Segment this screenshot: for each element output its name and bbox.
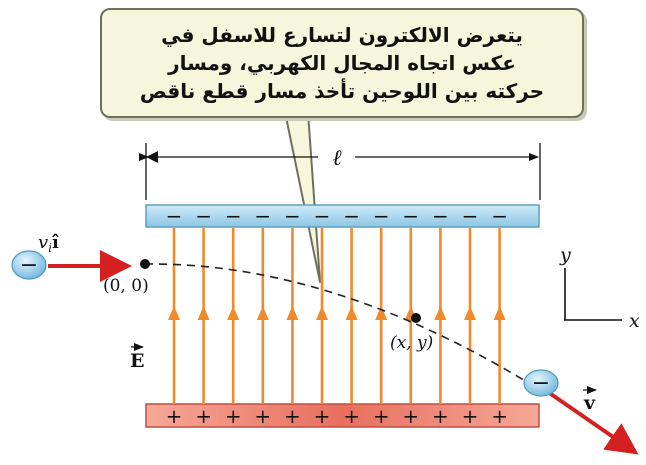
position-point bbox=[411, 313, 421, 323]
electron-charge-sign: − bbox=[20, 253, 38, 278]
positive-sign: + bbox=[284, 404, 301, 428]
outgoing-electron: − bbox=[523, 369, 559, 397]
coordinate-axes: y x bbox=[559, 244, 640, 332]
callout-line-2: عكس اتجاه المجال الكهربي، ومسار bbox=[168, 51, 516, 75]
length-label: ℓ bbox=[332, 146, 342, 171]
field-line bbox=[168, 228, 180, 404]
negative-sign: − bbox=[254, 204, 271, 228]
svg-text:E: E bbox=[130, 350, 144, 372]
field-line bbox=[197, 228, 210, 404]
field-line bbox=[464, 228, 476, 404]
origin-label: (0, 0) bbox=[103, 276, 149, 296]
positive-sign: + bbox=[432, 404, 449, 428]
final-velocity-arrow bbox=[546, 390, 639, 455]
field-line bbox=[434, 228, 447, 404]
svg-text:−: − bbox=[532, 371, 550, 396]
field-line bbox=[256, 228, 269, 404]
field-line bbox=[345, 228, 358, 404]
field-line bbox=[227, 228, 240, 404]
negative-sign: − bbox=[343, 204, 360, 228]
final-velocity-label: v bbox=[583, 386, 597, 414]
positive-sign: + bbox=[491, 404, 508, 428]
negative-sign: − bbox=[284, 204, 301, 228]
positive-sign: + bbox=[166, 404, 183, 428]
negative-sign: − bbox=[225, 204, 242, 228]
svg-text:v: v bbox=[583, 392, 596, 414]
plate-length-dimension: ℓ bbox=[139, 143, 541, 200]
axis-x-label: x bbox=[629, 310, 640, 332]
origin-point bbox=[140, 259, 150, 269]
axis-y-label: y bbox=[559, 244, 571, 266]
positive-sign: + bbox=[225, 404, 242, 428]
callout-line-1: يتعرض الالكترون لتسارع للاسفل في bbox=[161, 23, 523, 47]
explanation-callout: يتعرض الالكترون لتسارع للاسفل في عكس اتج… bbox=[100, 8, 584, 118]
negative-sign: − bbox=[432, 204, 449, 228]
field-line bbox=[375, 228, 388, 404]
electric-field-lines bbox=[168, 228, 506, 404]
positive-sign: + bbox=[314, 404, 331, 428]
negative-plate-signs: −−−−−−−−−−−− bbox=[166, 204, 508, 228]
positive-sign: + bbox=[462, 404, 479, 428]
negative-sign: − bbox=[373, 204, 390, 228]
field-label: E bbox=[130, 343, 144, 372]
negative-sign: − bbox=[402, 204, 419, 228]
negative-sign: − bbox=[462, 204, 479, 228]
field-line bbox=[316, 228, 328, 404]
positive-sign: + bbox=[343, 404, 360, 428]
negative-sign: − bbox=[314, 204, 331, 228]
positive-sign: + bbox=[254, 404, 271, 428]
negative-sign: − bbox=[491, 204, 508, 228]
initial-velocity-label: viî bbox=[38, 232, 59, 255]
incoming-electron: − bbox=[11, 250, 47, 280]
field-line bbox=[493, 228, 506, 404]
negative-sign: − bbox=[166, 204, 183, 228]
positive-sign: + bbox=[402, 404, 419, 428]
positive-sign: + bbox=[373, 404, 390, 428]
field-line bbox=[286, 228, 299, 404]
negative-plate: −−−−−−−−−−−− bbox=[145, 204, 540, 228]
position-label: (x, y) bbox=[390, 333, 433, 353]
positive-plate-signs: + + + + + + + + + + + + bbox=[166, 404, 508, 428]
callout-pointer bbox=[284, 111, 321, 283]
negative-sign: − bbox=[195, 204, 212, 228]
positive-plate: + + + + + + + + + + + + bbox=[145, 403, 540, 428]
positive-sign: + bbox=[195, 404, 212, 428]
callout-line-3: حركته بين اللوحين تأخذ مسار قطع ناقص bbox=[139, 79, 545, 103]
